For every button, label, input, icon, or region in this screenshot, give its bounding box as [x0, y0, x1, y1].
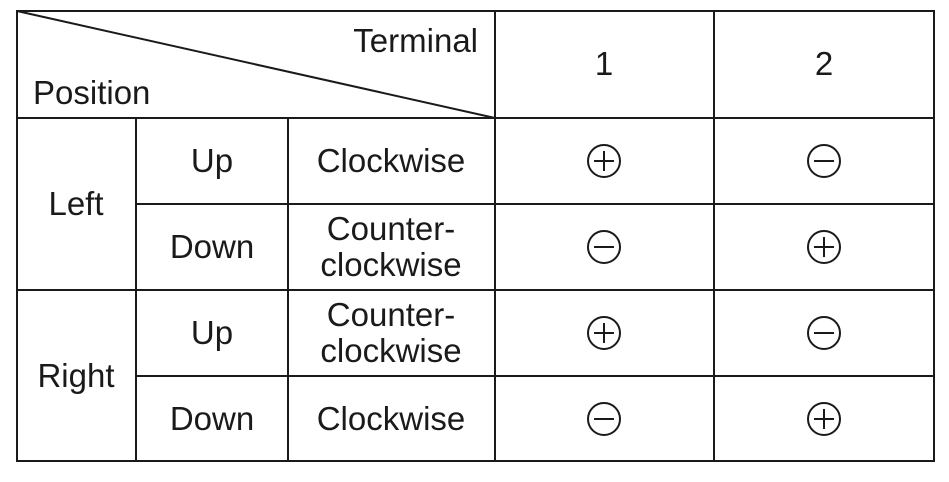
circled-plus-icon — [587, 316, 621, 350]
position-right-label: Right — [37, 357, 114, 394]
header-diagonal — [16, 10, 496, 119]
circled-minus-icon — [807, 316, 841, 350]
polarity-symbols — [587, 144, 841, 436]
circled-minus-icon — [807, 144, 841, 178]
table-grid — [16, 10, 935, 462]
terminal-1-header: 1 — [595, 45, 613, 82]
rotation-label-line-2: clockwise — [320, 332, 461, 369]
direction-label: Down — [170, 228, 254, 265]
circled-plus-icon — [807, 230, 841, 264]
terminal-header-label: Terminal — [353, 22, 478, 59]
position-header-label: Position — [33, 74, 150, 111]
rotation-label: Clockwise — [317, 400, 466, 437]
circled-plus-icon — [587, 144, 621, 178]
rotation-label-line-1: Counter- — [327, 210, 455, 247]
rotation-label-line-1: Counter- — [327, 296, 455, 333]
direction-label: Up — [191, 314, 233, 351]
table-border — [16, 10, 935, 462]
terminal-2-header: 2 — [815, 45, 833, 82]
rotation-label-line-2: clockwise — [320, 246, 461, 283]
circled-minus-icon — [587, 402, 621, 436]
position-left-label: Left — [48, 185, 103, 222]
rotation-label: Clockwise — [317, 142, 466, 179]
direction-label: Up — [191, 142, 233, 179]
circled-minus-icon — [587, 230, 621, 264]
direction-label: Down — [170, 400, 254, 437]
circled-plus-icon — [807, 402, 841, 436]
